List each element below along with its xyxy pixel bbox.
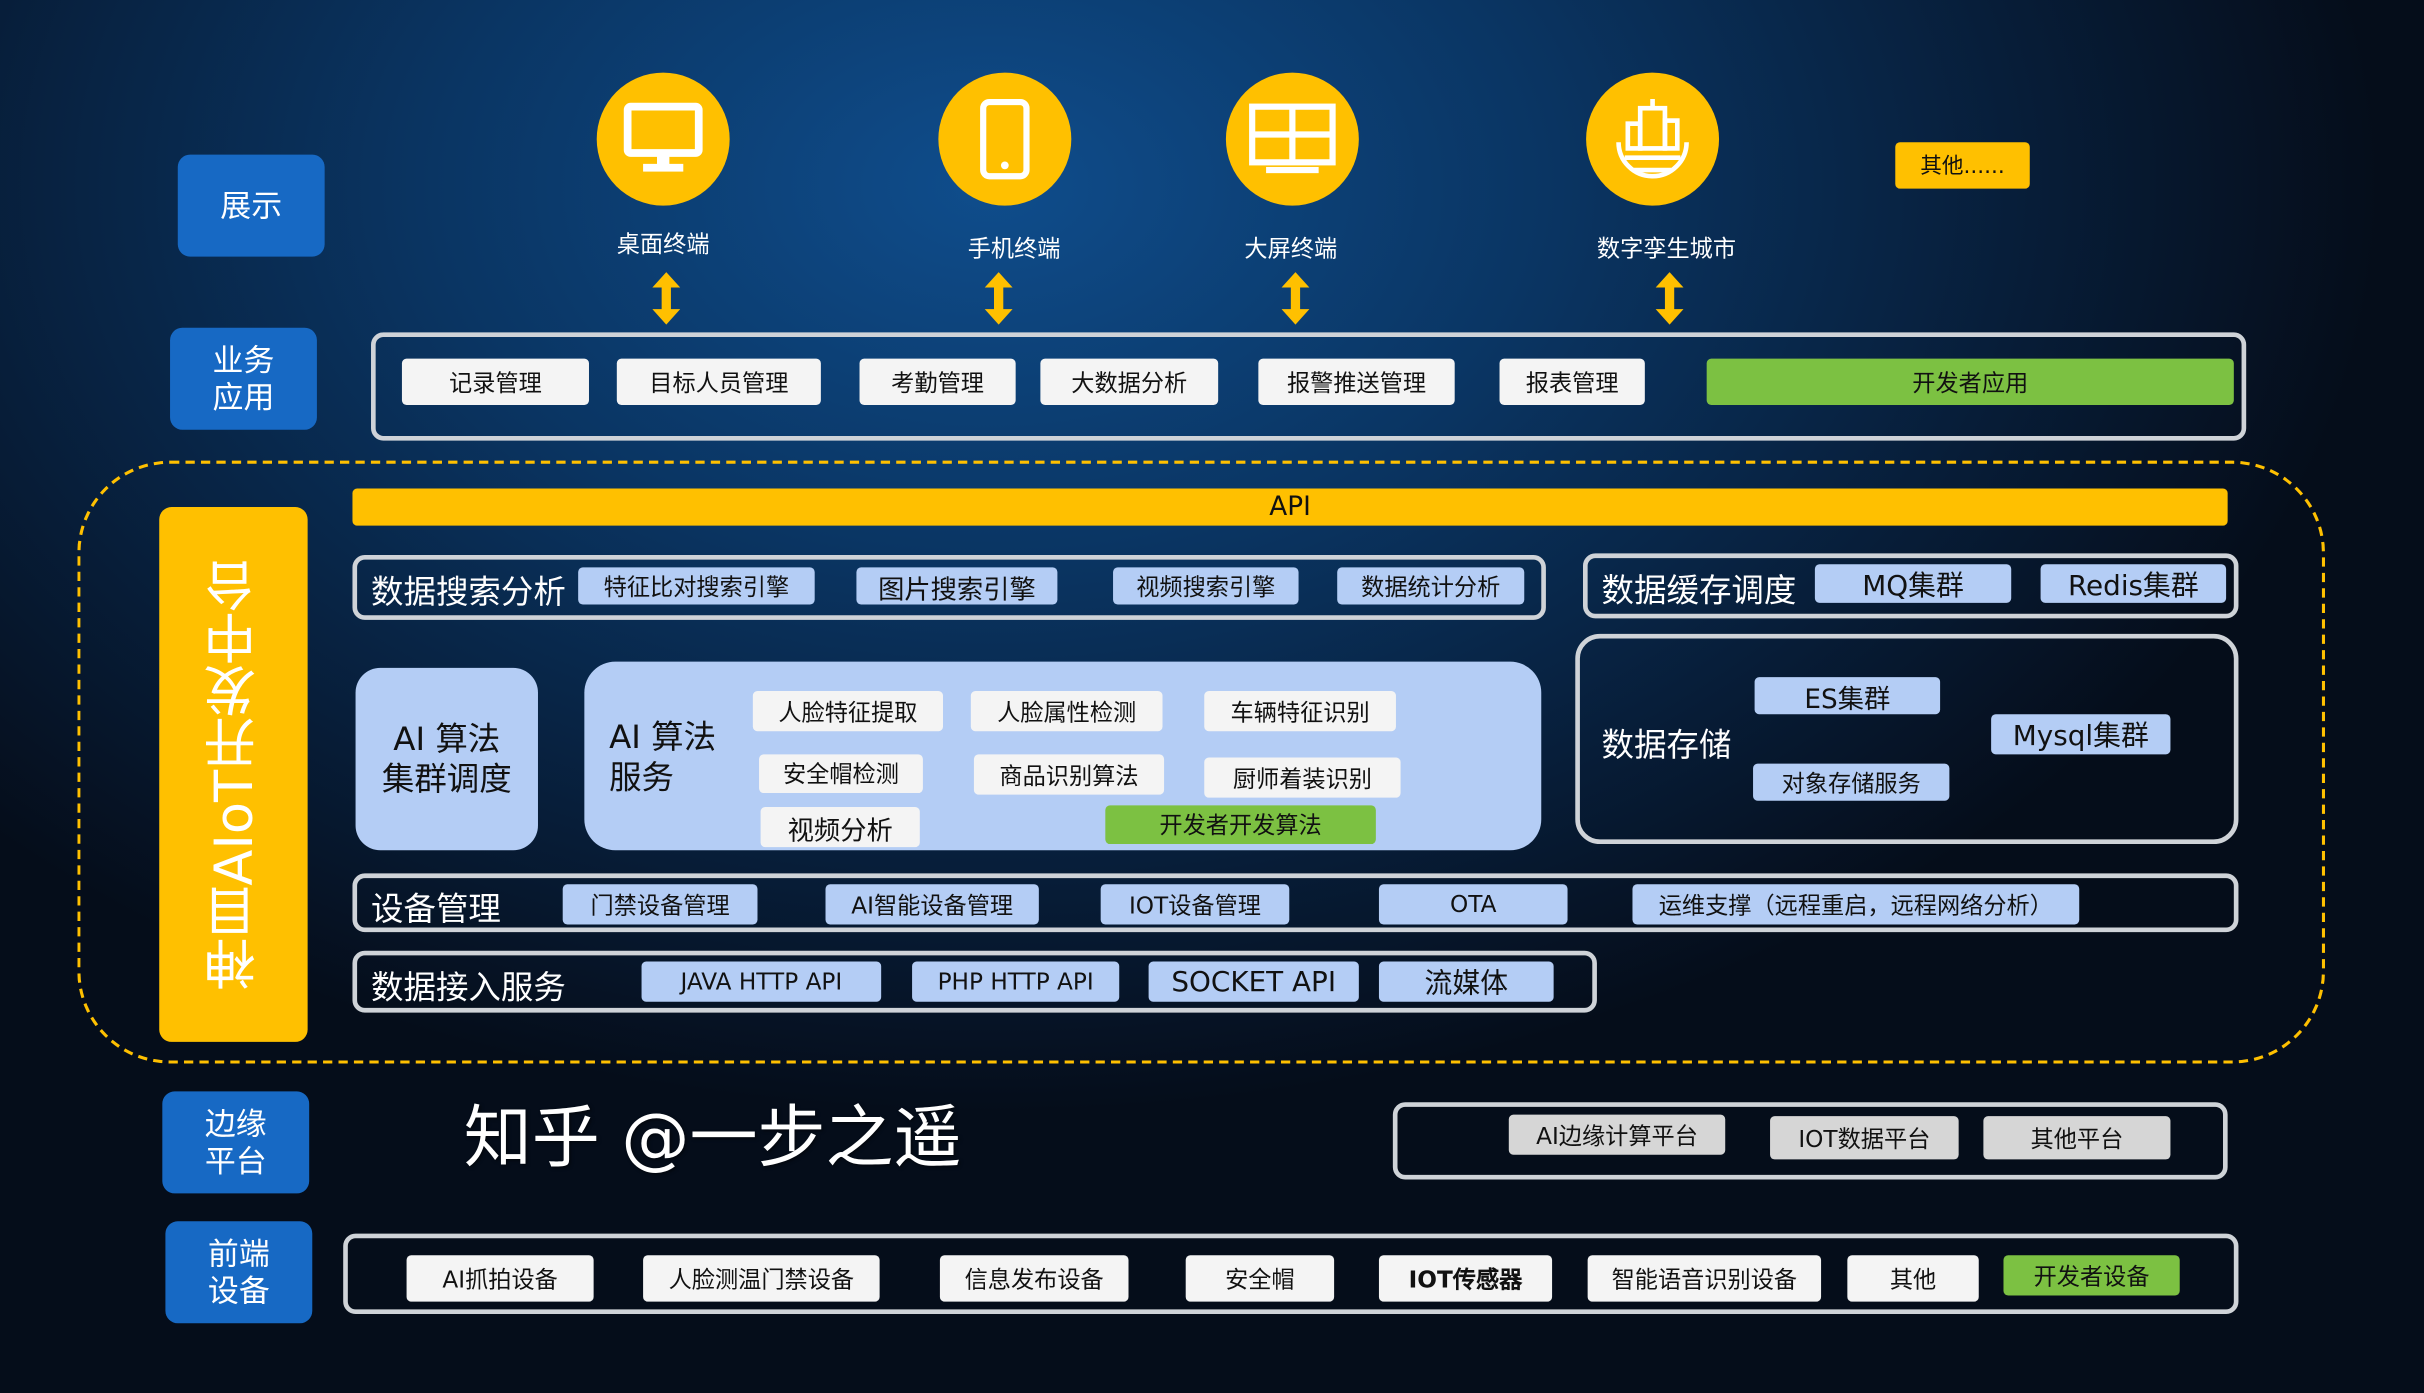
platform-label-bar: 神目AIoT开发中台 xyxy=(159,507,308,1042)
display-label-desktop: 桌面终端 xyxy=(616,230,710,259)
business-item: 报警推送管理 xyxy=(1258,358,1455,406)
api-bar: API xyxy=(352,488,2228,526)
frontend-item: IOT传感器 xyxy=(1378,1255,1553,1302)
frontend-item: 其他 xyxy=(1847,1255,1979,1302)
search-item: 特征比对搜索引擎 xyxy=(578,567,815,605)
device-mgmt-item: AI智能设备管理 xyxy=(825,884,1039,925)
cache-panel xyxy=(1583,553,2239,619)
business-item-developer: 开发者应用 xyxy=(1706,358,2234,406)
ai-service-item-developer: 开发者开发算法 xyxy=(1105,805,1376,845)
frontend-item: AI抓拍设备 xyxy=(406,1255,594,1302)
frontend-item-developer: 开发者设备 xyxy=(2003,1255,2180,1296)
device-mgmt-title: 设备管理 xyxy=(371,890,501,928)
frontend-item: 信息发布设备 xyxy=(939,1255,1129,1302)
business-item: 报表管理 xyxy=(1499,358,1645,406)
edge-panel xyxy=(1392,1102,2228,1180)
business-item: 记录管理 xyxy=(401,358,589,406)
search-item: 数据统计分析 xyxy=(1337,567,1525,605)
mobile-icon xyxy=(938,72,1072,206)
frontend-panel xyxy=(343,1233,2239,1315)
display-label-city: 数字孪生城市 xyxy=(1596,234,1737,263)
storage-item: Mysql集群 xyxy=(1991,714,2171,755)
edge-item: 其他平台 xyxy=(1983,1116,2171,1160)
ai-service-item: 厨师着装识别 xyxy=(1204,757,1401,798)
city-globe-icon xyxy=(1586,72,1720,206)
ai-service-title: AI 算法 服务 xyxy=(609,718,717,797)
ai-service-item: 安全帽检测 xyxy=(759,754,923,794)
storage-title: 数据存储 xyxy=(1601,726,1732,764)
layer-display: 展示 xyxy=(177,154,325,257)
search-item: 视频搜索引擎 xyxy=(1113,567,1299,605)
frontend-item: 智能语音识别设备 xyxy=(1587,1255,1822,1302)
business-item: 大数据分析 xyxy=(1040,358,1219,406)
data-access-item: SOCKET API xyxy=(1148,961,1359,1002)
double-arrow-icon xyxy=(1655,272,1684,325)
device-mgmt-item: OTA xyxy=(1378,884,1568,925)
desktop-icon xyxy=(596,72,730,206)
ai-service-item: 车辆特征识别 xyxy=(1204,691,1396,732)
layer-frontend: 前端 设备 xyxy=(165,1221,313,1324)
search-panel xyxy=(352,554,1546,620)
big-screen-icon xyxy=(1225,72,1359,206)
storage-panel xyxy=(1575,633,2239,845)
search-item: 图片搜索引擎 xyxy=(856,567,1058,605)
cache-item: MQ集群 xyxy=(1814,564,2012,603)
display-label-mobile: 手机终端 xyxy=(967,234,1061,263)
cache-title: 数据缓存调度 xyxy=(1601,571,1797,610)
edge-item: AI边缘计算平台 xyxy=(1508,1114,1726,1155)
search-title: 数据搜索分析 xyxy=(371,573,566,611)
double-arrow-icon xyxy=(984,272,1013,325)
data-access-item: PHP HTTP API xyxy=(912,961,1120,1002)
double-arrow-icon xyxy=(1281,272,1310,325)
storage-item: ES集群 xyxy=(1754,677,1941,715)
platform-boundary xyxy=(77,460,2326,1064)
device-mgmt-item: IOT设备管理 xyxy=(1100,884,1290,925)
device-mgmt-item: 运维支撑（远程重启，远程网络分析） xyxy=(1632,884,2080,925)
frontend-item: 人脸测温门禁设备 xyxy=(643,1255,880,1302)
data-access-panel xyxy=(352,950,1597,1013)
display-other: 其他...... xyxy=(1895,142,2030,189)
business-panel xyxy=(371,332,2247,441)
layer-business: 业务 应用 xyxy=(170,327,317,430)
data-access-title: 数据接入服务 xyxy=(371,969,566,1007)
double-arrow-icon xyxy=(652,272,681,325)
layer-edge: 边缘 平台 xyxy=(162,1091,310,1194)
device-mgmt-item: 门禁设备管理 xyxy=(562,884,758,925)
cache-item: Redis集群 xyxy=(2040,564,2227,603)
ai-service-item: 视频分析 xyxy=(760,806,920,848)
watermark: 知乎 @一步之遥 xyxy=(463,1099,962,1178)
storage-item: 对象存储服务 xyxy=(1753,763,1950,801)
business-item: 考勤管理 xyxy=(859,358,1016,406)
frontend-item: 安全帽 xyxy=(1185,1255,1335,1302)
ai-service-item: 人脸属性检测 xyxy=(970,691,1163,732)
data-access-item: 流媒体 xyxy=(1378,961,1554,1002)
ai-cluster-scheduling: AI 算法 集群调度 xyxy=(355,667,538,851)
device-mgmt-panel xyxy=(352,873,2239,933)
data-access-item: JAVA HTTP API xyxy=(641,961,882,1002)
ai-service-item: 商品识别算法 xyxy=(973,754,1165,795)
business-item: 目标人员管理 xyxy=(616,358,821,406)
ai-service-item: 人脸特征提取 xyxy=(752,691,943,732)
display-label-bigscreen: 大屏终端 xyxy=(1244,234,1338,263)
edge-item: IOT数据平台 xyxy=(1770,1116,1959,1160)
platform-title: 神目AIoT开发中台 xyxy=(203,558,266,991)
